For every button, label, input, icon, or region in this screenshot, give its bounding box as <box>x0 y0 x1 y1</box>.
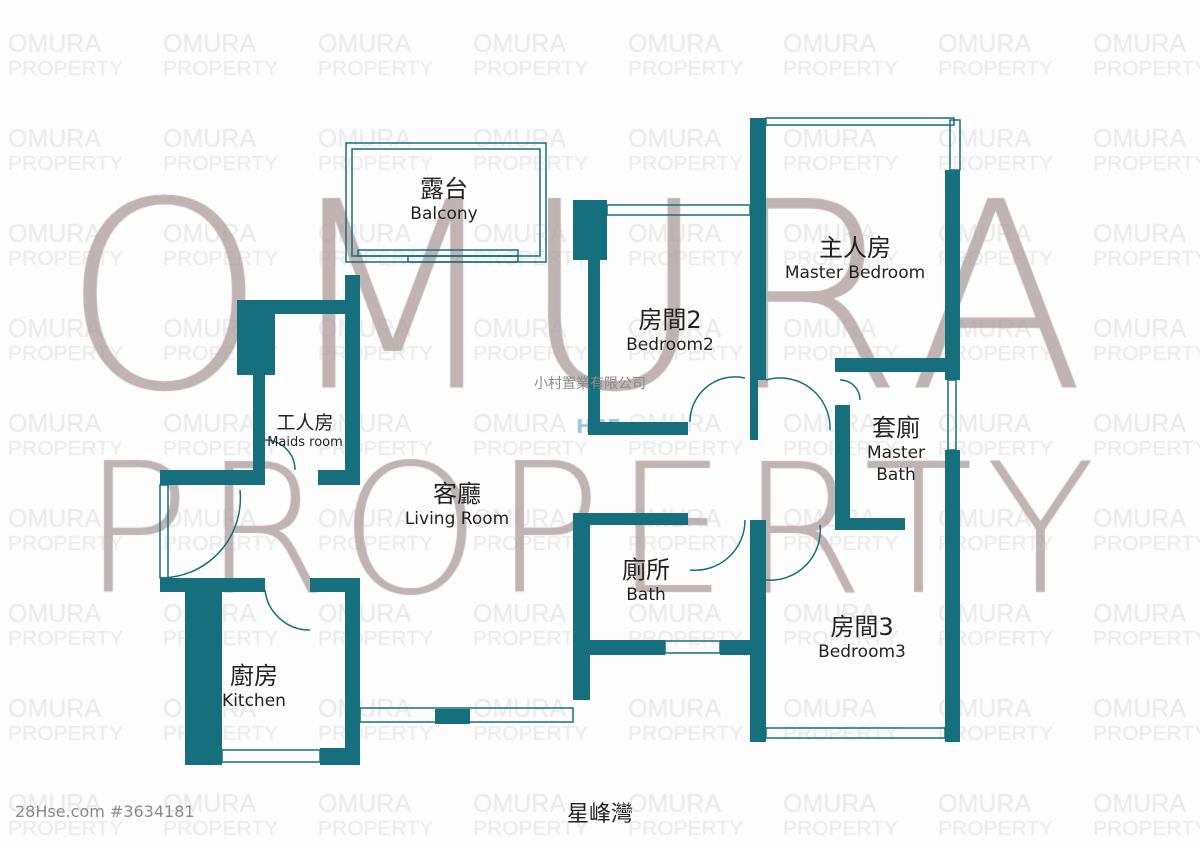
room-master-bath: 套廁 Master Bath <box>867 414 925 486</box>
room-label-en: Living Room <box>404 509 510 529</box>
listing-id: 28Hse.com #3634181 <box>15 802 195 821</box>
room-label-en: Kitchen <box>222 691 286 711</box>
room-label-zh: 套廁 <box>872 414 920 442</box>
room-label-zh: 工人房 <box>276 412 334 434</box>
room-label-en: Bath <box>626 585 666 605</box>
room-label-zh: 廚房 <box>230 662 278 690</box>
room-label-en: Master Bedroom <box>784 263 926 283</box>
room-bedroom2: 房間2 Bedroom2 <box>626 306 714 356</box>
room-bath: 廁所 Bath <box>622 556 670 606</box>
room-label-en: Bedroom3 <box>818 642 906 662</box>
room-label-zh: 房間3 <box>830 613 894 641</box>
room-master-bedroom: 主人房 Master Bedroom <box>785 234 925 284</box>
room-maids-room: 工人房 Maids room <box>267 412 343 452</box>
room-kitchen: 廚房 Kitchen <box>222 662 286 712</box>
room-label-zh: 主人房 <box>818 234 891 262</box>
windows <box>159 117 961 763</box>
room-balcony: 露台 Balcony <box>410 175 477 225</box>
room-label-zh: 房間2 <box>638 306 702 334</box>
room-label-en: Balcony <box>410 204 478 224</box>
room-label-en: Bath <box>876 465 916 485</box>
room-label-zh: 客廳 <box>432 480 481 508</box>
room-label-en: Bedroom2 <box>626 335 714 355</box>
agency-name: 小村置業有限公司 <box>534 376 646 392</box>
walls <box>160 118 960 765</box>
room-label-zh: 露台 <box>419 175 468 203</box>
room-living-room: 客廳 Living Room <box>405 480 509 530</box>
room-label-en: Maids room <box>267 435 343 450</box>
door-swings <box>159 376 861 631</box>
room-label-en: Master <box>866 443 926 463</box>
room-label-zh: 廁所 <box>622 556 670 584</box>
estate-name: 星峰灣 <box>567 802 634 827</box>
room-bedroom3: 房間3 Bedroom3 <box>818 613 906 663</box>
